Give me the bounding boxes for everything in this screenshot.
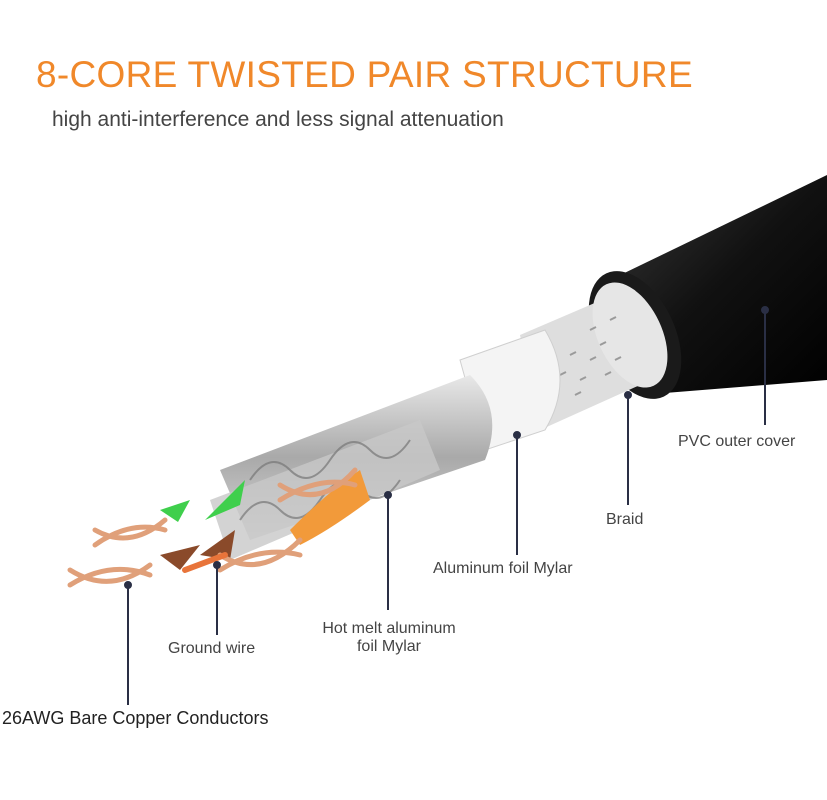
label-braid: Braid — [606, 511, 644, 528]
leader-dot-braid — [624, 391, 632, 399]
label-hot-melt-line1: Hot melt aluminum — [322, 620, 456, 637]
label-hot-melt-foil: Hot melt aluminum foil Mylar — [308, 620, 470, 656]
label-ground-wire: Ground wire — [168, 640, 256, 657]
leader-dot-foil — [513, 431, 521, 439]
leader-dot-pvc — [761, 306, 769, 314]
page-title: 8-CORE TWISTED PAIR STRUCTURE — [36, 54, 693, 95]
label-copper-conductors: 26AWG Bare Copper Conductors — [2, 708, 269, 728]
leader-dot-hotmelt — [384, 491, 392, 499]
conductor-pairs — [67, 467, 370, 588]
label-pvc-outer-cover: PVC outer cover — [678, 433, 796, 450]
page-subtitle: high anti-interference and less signal a… — [52, 108, 504, 131]
label-aluminum-foil-mylar: Aluminum foil Mylar — [433, 560, 573, 577]
shielded-pairs — [210, 375, 493, 560]
label-hot-melt-line2: foil Mylar — [356, 638, 421, 655]
leader-dot-ground — [213, 561, 221, 569]
leader-lines — [124, 306, 769, 705]
leader-dot-copper — [124, 581, 132, 589]
